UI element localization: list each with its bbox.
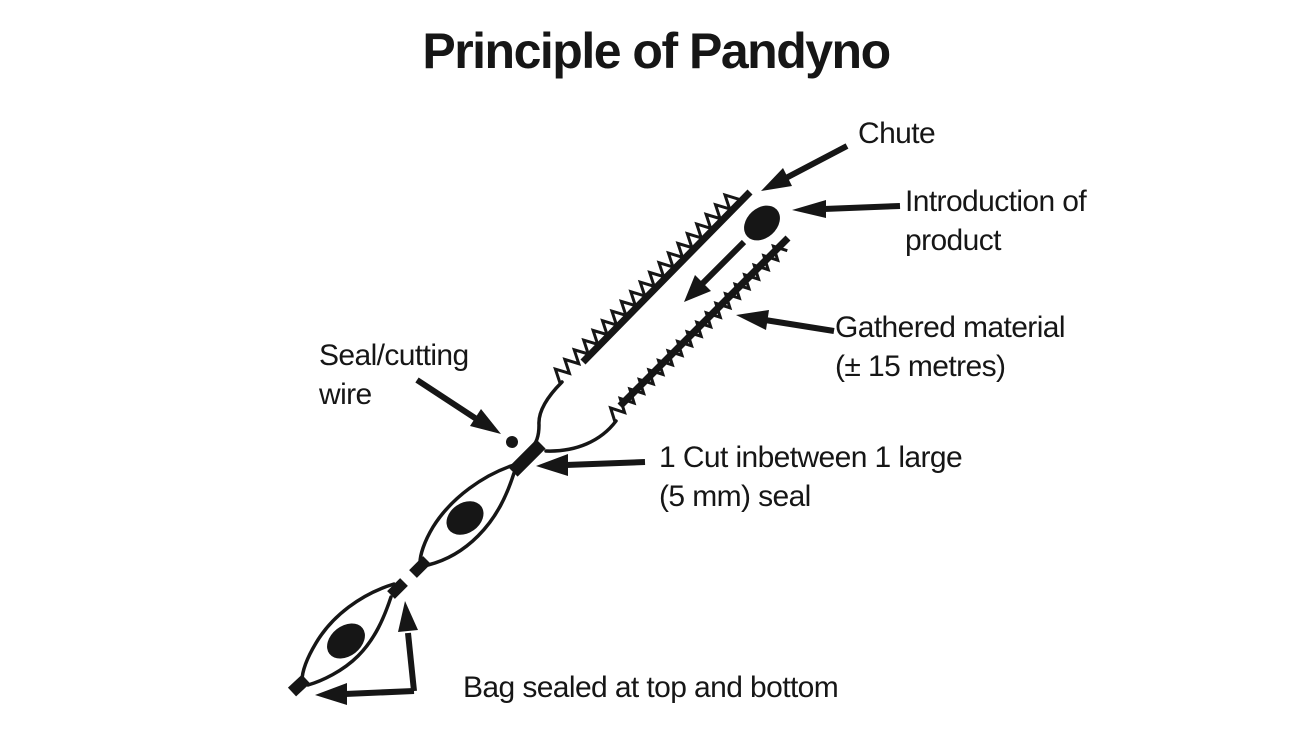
product-flow-arrow-shaft [698, 239, 747, 288]
label-cut-seal-line1: 1 Cut inbetween 1 large [659, 441, 963, 474]
label-chute-text: Chute [858, 117, 936, 150]
chute-wall-upper [580, 189, 753, 365]
bag-top-seal-arrow-shaft [405, 632, 417, 692]
bag-1-product [446, 501, 484, 535]
bag-top-seal-arrow [398, 601, 418, 692]
large-seal [508, 439, 546, 477]
chute-arrowhead [761, 168, 792, 191]
label-bag-sealed-text: Bag sealed at top and bottom [463, 671, 839, 704]
label-chute: Chute [858, 114, 936, 153]
bag-1-outline-left [418, 462, 519, 565]
seal-wire-arrowhead [470, 409, 501, 434]
bag-2-bottom-seal [287, 674, 311, 697]
label-gathered-material-line2: (± 15 metres) [835, 350, 1006, 383]
label-bag-sealed: Bag sealed at top and bottom [463, 668, 839, 707]
film-neck-left [529, 380, 564, 450]
bag-2-product [327, 623, 365, 659]
label-gathered-material-line1: Gathered material [835, 311, 1066, 344]
bag-bottom-seal-arrow-shaft [344, 688, 415, 697]
bag-2-outline-right [306, 595, 393, 687]
product-flow-arrow [684, 239, 747, 302]
gathered-material-arrow-shaft [764, 317, 835, 334]
chute-pointer-arrow [761, 143, 849, 191]
diagram-title: Principle of Pandyno [422, 23, 891, 79]
label-cut-seal-line2: (5 mm) seal [659, 480, 811, 513]
introduction-arrowhead [792, 200, 826, 218]
chute-arrow-shaft [784, 143, 849, 181]
cut-arrowhead [536, 454, 568, 476]
product-in-chute [744, 205, 780, 241]
cut-arrow-shaft [565, 459, 646, 468]
bag-bottom-seal-arrow [315, 683, 415, 705]
bag-1-outline-right [426, 471, 516, 567]
label-introduction-line2: product [905, 224, 1001, 257]
label-cut-seal: 1 Cut inbetween 1 large (5 mm) seal [659, 438, 963, 516]
bag-bottom-seal-arrowhead [315, 683, 347, 705]
label-seal-cutting-wire: Seal/cutting wire [319, 336, 469, 414]
film-neck-right [544, 419, 618, 453]
seal-wire-dot [506, 436, 518, 448]
product-flow-arrowhead [684, 275, 711, 302]
gathered-material-arrowhead [736, 310, 769, 330]
introduction-arrow-shaft [823, 203, 901, 212]
label-introduction: Introduction of product [905, 182, 1087, 260]
introduction-pointer-arrow [792, 200, 901, 218]
gathered-material-zigzag-upper [553, 192, 740, 384]
gathered-material-zigzag-lower [608, 243, 788, 423]
label-seal-cutting-wire-line2: wire [319, 378, 372, 411]
bag-1-bottom-seal [409, 556, 431, 578]
label-introduction-line1: Introduction of [905, 185, 1087, 218]
bag-top-seal-arrowhead [398, 601, 418, 632]
label-gathered-material: Gathered material (± 15 metres) [835, 308, 1066, 386]
gathered-material-pointer-arrow [736, 310, 835, 334]
bag-2-top-seal [387, 578, 408, 599]
seal-wire-pointer-arrow [415, 377, 501, 434]
label-seal-cutting-wire-line1: Seal/cutting [319, 339, 469, 372]
seal-wire-arrow-shaft [415, 377, 480, 423]
cut-pointer-arrow [536, 454, 646, 476]
bag-2-outline-left [300, 582, 396, 683]
